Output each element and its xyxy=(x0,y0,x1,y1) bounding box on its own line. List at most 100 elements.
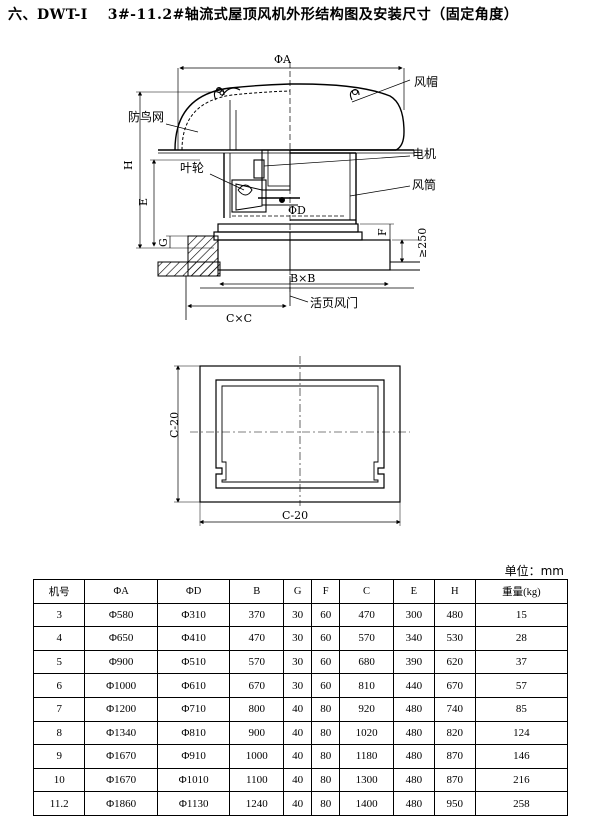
cell-E: 480 xyxy=(392,720,435,746)
elevation-view xyxy=(136,62,420,320)
dim-phiD: ΦD xyxy=(288,204,306,217)
cell-F: 80 xyxy=(311,696,341,722)
cell-B: 670 xyxy=(229,673,285,698)
label-damper: 活页风门 xyxy=(310,295,358,310)
cell-C: 470 xyxy=(339,602,394,628)
cell-B: 470 xyxy=(229,626,285,651)
dim-G: G xyxy=(157,238,170,247)
cell-phiA: Φ1670 xyxy=(84,744,158,769)
cell-E: 480 xyxy=(392,791,435,816)
cell-G: 40 xyxy=(283,720,313,746)
dim-BxB: B×B xyxy=(290,272,315,285)
cell-model: 9 xyxy=(32,744,86,769)
cell-G: 30 xyxy=(283,626,313,651)
label-hood: 风帽 xyxy=(414,74,438,89)
cell-B: 1240 xyxy=(229,791,285,816)
cell-C: 1180 xyxy=(339,744,394,769)
plan-view xyxy=(174,356,410,526)
cell-model: 4 xyxy=(32,626,86,651)
cell-weight: 28 xyxy=(474,626,569,651)
cell-model: 5 xyxy=(32,649,86,675)
cell-F: 60 xyxy=(311,602,341,628)
cell-weight: 146 xyxy=(474,744,569,769)
cell-F: 80 xyxy=(311,767,341,793)
cell-phiD: Φ1130 xyxy=(156,791,231,816)
cell-F: 60 xyxy=(311,626,341,651)
header-phiD: ΦD xyxy=(156,579,231,604)
cell-G: 40 xyxy=(283,767,313,793)
cell-G: 30 xyxy=(283,602,313,628)
cell-phiA: Φ900 xyxy=(84,649,158,675)
header-F: F xyxy=(311,579,341,604)
cell-phiD: Φ810 xyxy=(156,720,231,746)
cell-E: 480 xyxy=(392,696,435,722)
cell-phiA: Φ1860 xyxy=(84,791,158,816)
header-C: C xyxy=(339,579,394,604)
cell-G: 30 xyxy=(283,649,313,675)
dim-F: F xyxy=(376,228,389,236)
dim-E: E xyxy=(137,198,150,206)
cell-phiA: Φ1200 xyxy=(84,696,158,722)
header-model: 机号 xyxy=(32,579,86,604)
label-motor: 电机 xyxy=(412,147,436,161)
unit-label: 单位：mm xyxy=(504,564,564,578)
cell-F: 80 xyxy=(311,791,341,816)
header-B: B xyxy=(229,579,285,604)
cell-E: 300 xyxy=(392,602,435,628)
cell-B: 1100 xyxy=(229,767,285,793)
cell-phiA: Φ1670 xyxy=(84,767,158,793)
cell-G: 40 xyxy=(283,791,313,816)
cell-weight: 124 xyxy=(474,720,569,746)
header-weight: 重量(kg) xyxy=(474,579,569,604)
cell-weight: 57 xyxy=(474,673,569,698)
cell-weight: 85 xyxy=(474,696,569,722)
cell-H: 870 xyxy=(433,744,476,769)
cell-phiD: Φ410 xyxy=(156,626,231,651)
label-drum: 风筒 xyxy=(412,177,436,192)
cell-C: 1400 xyxy=(339,791,394,816)
cell-model: 3 xyxy=(32,602,86,628)
cell-model: 7 xyxy=(32,696,86,722)
cell-F: 60 xyxy=(311,649,341,675)
cell-phiA: Φ650 xyxy=(84,626,158,651)
dim-phiA: ΦA xyxy=(274,53,292,66)
cell-weight: 216 xyxy=(474,767,569,793)
cell-B: 370 xyxy=(229,602,285,628)
header-G: G xyxy=(283,579,313,604)
cell-phiD: Φ510 xyxy=(156,649,231,675)
header-E: E xyxy=(392,579,435,604)
cell-E: 390 xyxy=(392,649,435,675)
cell-weight: 258 xyxy=(474,791,569,816)
dim-c20-vertical: C-20 xyxy=(168,412,181,438)
cell-G: 40 xyxy=(283,696,313,722)
cell-B: 1000 xyxy=(229,744,285,769)
cell-phiD: Φ910 xyxy=(156,744,231,769)
cell-phiD: Φ1010 xyxy=(156,767,231,793)
cell-phiA: Φ1000 xyxy=(84,673,158,698)
header-phiA: ΦA xyxy=(84,579,158,604)
cell-E: 340 xyxy=(392,626,435,651)
cell-model: 10 xyxy=(32,767,86,793)
dim-c20-horizontal: C-20 xyxy=(282,509,308,522)
cell-E: 480 xyxy=(392,767,435,793)
cell-C: 1300 xyxy=(339,767,394,793)
cell-E: 480 xyxy=(392,744,435,769)
cell-C: 1020 xyxy=(339,720,394,746)
cell-B: 900 xyxy=(229,720,285,746)
cell-B: 570 xyxy=(229,649,285,675)
label-impeller: 叶轮 xyxy=(180,161,204,175)
cell-weight: 15 xyxy=(474,602,569,628)
cell-model: 11.2 xyxy=(32,791,86,816)
cell-model: 8 xyxy=(32,720,86,746)
cell-H: 620 xyxy=(433,649,476,675)
cell-H: 950 xyxy=(433,791,476,816)
cell-H: 870 xyxy=(433,767,476,793)
cell-H: 670 xyxy=(433,673,476,698)
